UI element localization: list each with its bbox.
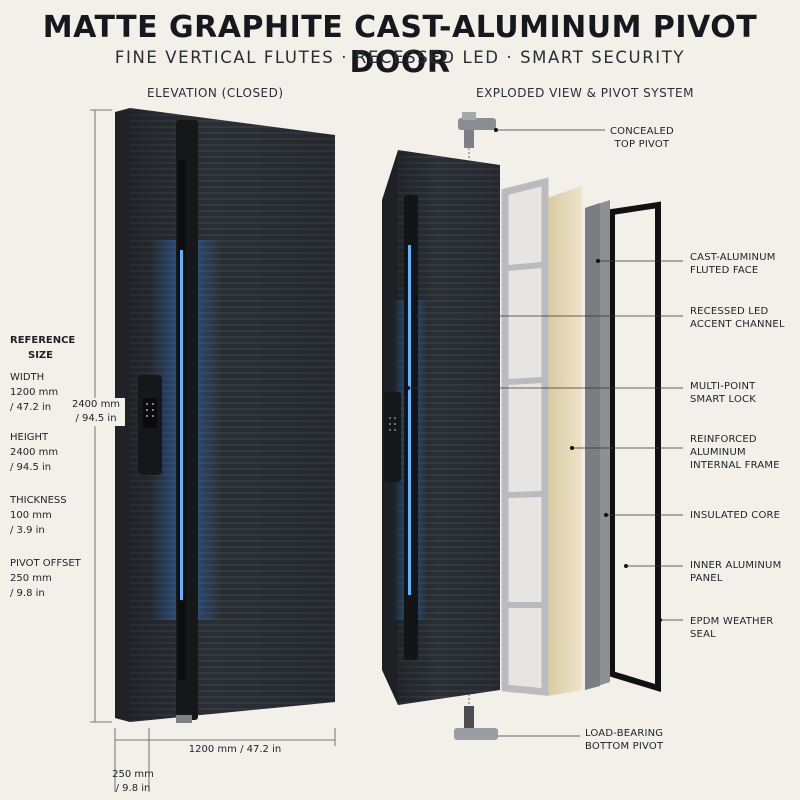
reference-width: WIDTH 1200 mm / 47.2 in [10,370,58,415]
elevation-label: ELEVATION (CLOSED) [147,86,284,100]
callout-insulated-core-line1: INSULATED CORE [690,510,781,521]
weather-seal-layer [609,201,661,693]
callout-top-pivot-line2: TOP PIVOT [614,139,670,150]
height-dimension-label: 2400 mm / 94.5 in [67,398,125,426]
elevation-led-strip [180,250,183,600]
reference-width-in: / 47.2 in [10,402,52,413]
callout-internal-frame: REINFORCED ALUMINUM INTERNAL FRAME [690,433,780,472]
offset-dimension-mm: 250 mm [112,769,154,780]
height-dimension-mm: 2400 mm [71,399,121,410]
height-dimension-in: / 94.5 in [75,413,117,424]
callout-internal-frame-line3: INTERNAL FRAME [690,460,780,471]
callout-led-channel-line2: ACCENT CHANNEL [690,319,785,330]
page-title: MATTE GRAPHITE CAST-ALUMINUM PIVOT DOOR [42,10,758,80]
callout-fluted-face-line2: FLUTED FACE [690,265,759,276]
callout-insulated-core: INSULATED CORE [690,509,780,522]
elevation-door [115,108,335,723]
internal-frame-layer [501,177,549,696]
callout-bottom-pivot-line1: LOAD-BEARING [585,728,664,739]
callout-bottom-pivot-line2: BOTTOM PIVOT [585,741,664,752]
exploded-door-face [382,150,500,705]
bottom-pivot [454,690,498,740]
callout-smart-lock-line1: MULTI-POINT [690,381,756,392]
reference-thickness-mm: 100 mm [10,510,52,521]
callout-inner-panel-line2: PANEL [690,573,723,584]
insulated-core-layer [547,186,582,696]
callout-leaders [408,129,683,737]
elevation-pivot [176,715,192,723]
width-dimension [114,728,336,792]
reference-height-mm: 2400 mm [10,447,59,458]
callout-led-channel: RECESSED LED ACCENT CHANNEL [690,305,785,331]
reference-height-in: / 94.5 in [10,462,52,473]
reference-pivot-offset-label: PIVOT OFFSET [10,558,81,569]
reference-heading-line2: SIZE [28,350,54,361]
callout-bottom-pivot: LOAD-BEARING BOTTOM PIVOT [585,727,663,753]
page-subtitle: FINE VERTICAL FLUTES · RECESSED LED · SM… [114,48,686,67]
offset-dimension-label: 250 mm / 9.8 in [110,768,156,796]
exploded-view-label: EXPLODED VIEW & PIVOT SYSTEM [476,86,694,100]
callout-top-pivot: CONCEALED TOP PIVOT [610,125,674,151]
callout-internal-frame-line1: REINFORCED [690,434,757,445]
reference-thickness-label: THICKNESS [10,495,67,506]
callout-inner-panel-line1: INNER ALUMINUM [690,560,782,571]
reference-heading: REFERENCE SIZE [10,333,75,363]
reference-width-mm: 1200 mm [10,387,59,398]
offset-dimension-in: / 9.8 in [115,783,151,794]
callout-weather-seal-line1: EPDM WEATHER SEAL [690,616,774,640]
reference-height: HEIGHT 2400 mm / 94.5 in [10,430,58,475]
reference-pivot-offset-in: / 9.8 in [10,588,45,599]
reference-height-label: HEIGHT [10,432,49,443]
callout-smart-lock-line2: SMART LOCK [690,394,756,405]
callout-fluted-face-line1: CAST-ALUMINUM [690,252,776,263]
reference-thickness-in: / 3.9 in [10,525,45,536]
top-pivot [458,112,496,160]
exploded-smart-lock [384,392,401,482]
exploded-led-strip [408,245,411,595]
reference-width-label: WIDTH [10,372,45,383]
callout-inner-panel: INNER ALUMINUM PANEL [690,559,781,585]
callout-smart-lock: MULTI-POINT SMART LOCK [690,380,756,406]
callout-internal-frame-line2: ALUMINUM [690,447,746,458]
reference-thickness: THICKNESS 100 mm / 3.9 in [10,493,67,538]
callout-weather-seal: EPDM WEATHER SEAL [690,615,800,641]
callout-led-channel-line1: RECESSED LED [690,306,769,317]
width-dimension-label: 1200 mm / 47.2 in [188,744,282,755]
callout-fluted-face: CAST-ALUMINUM FLUTED FACE [690,251,776,277]
reference-pivot-offset: PIVOT OFFSET 250 mm / 9.8 in [10,556,81,601]
reference-heading-line1: REFERENCE [10,335,76,346]
callout-top-pivot-line1: CONCEALED [610,126,674,137]
callout-dots [406,128,662,622]
reference-pivot-offset-mm: 250 mm [10,573,52,584]
